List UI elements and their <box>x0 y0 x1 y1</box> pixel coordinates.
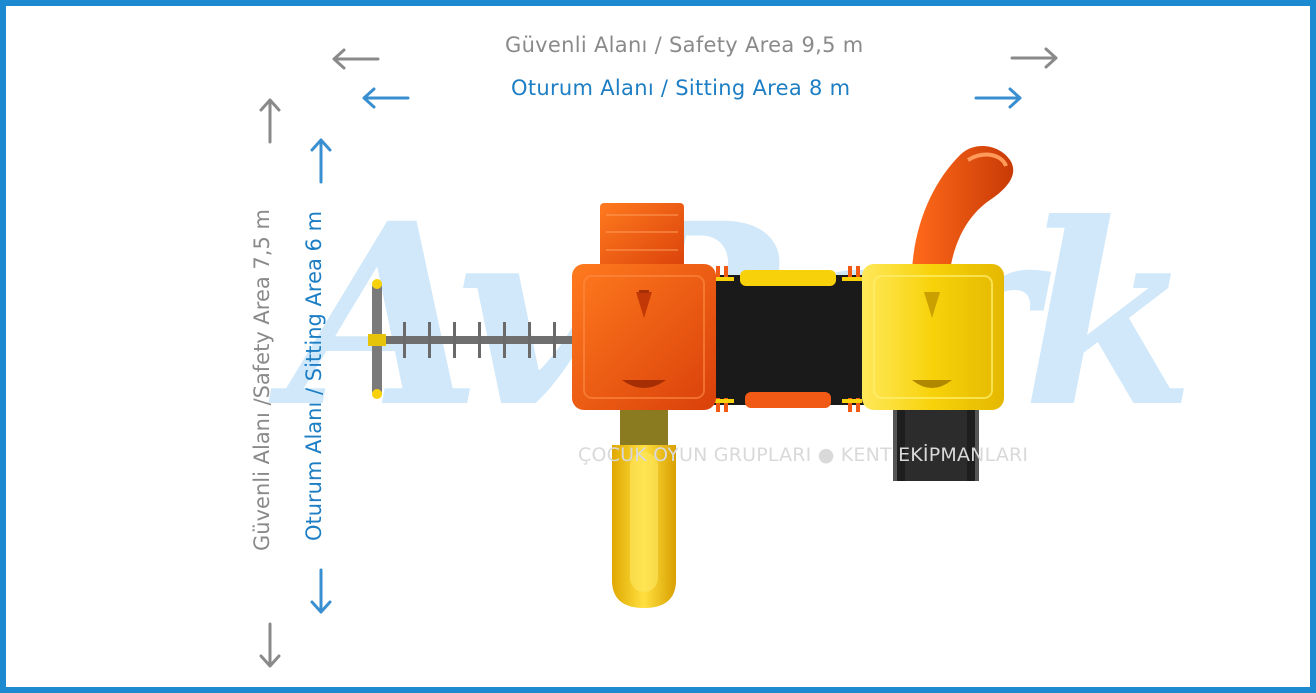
safety-vertical-arrows <box>259 98 281 668</box>
orange-roof-panel <box>600 203 684 273</box>
sitting-vertical-arrows <box>310 138 332 614</box>
orange-curved-slide <box>912 145 1014 270</box>
yellow-tube-slide <box>612 405 676 608</box>
sitting-area-vertical-label: Oturum Alanı / Sitting Area 6 m <box>302 210 326 542</box>
dark-slide <box>893 405 979 481</box>
safety-area-horizontal-label: Güvenli Alanı / Safety Area 9,5 m <box>505 33 864 57</box>
safety-area-vertical-label: Güvenli Alanı /Safety Area 7,5 m <box>250 209 274 551</box>
sitting-horizontal-arrows <box>362 87 1022 109</box>
sitting-area-horizontal-label: Oturum Alanı / Sitting Area 8 m <box>511 76 851 100</box>
safety-horizontal-arrows <box>332 47 1058 70</box>
watermark-tagline: ÇOCUK OYUN GRUPLARI ● KENT EKİPMANLARI <box>578 444 1029 466</box>
monkey-bar <box>368 279 578 399</box>
bridge <box>714 266 864 412</box>
yellow-tower <box>862 264 1004 410</box>
orange-tower <box>572 264 716 410</box>
